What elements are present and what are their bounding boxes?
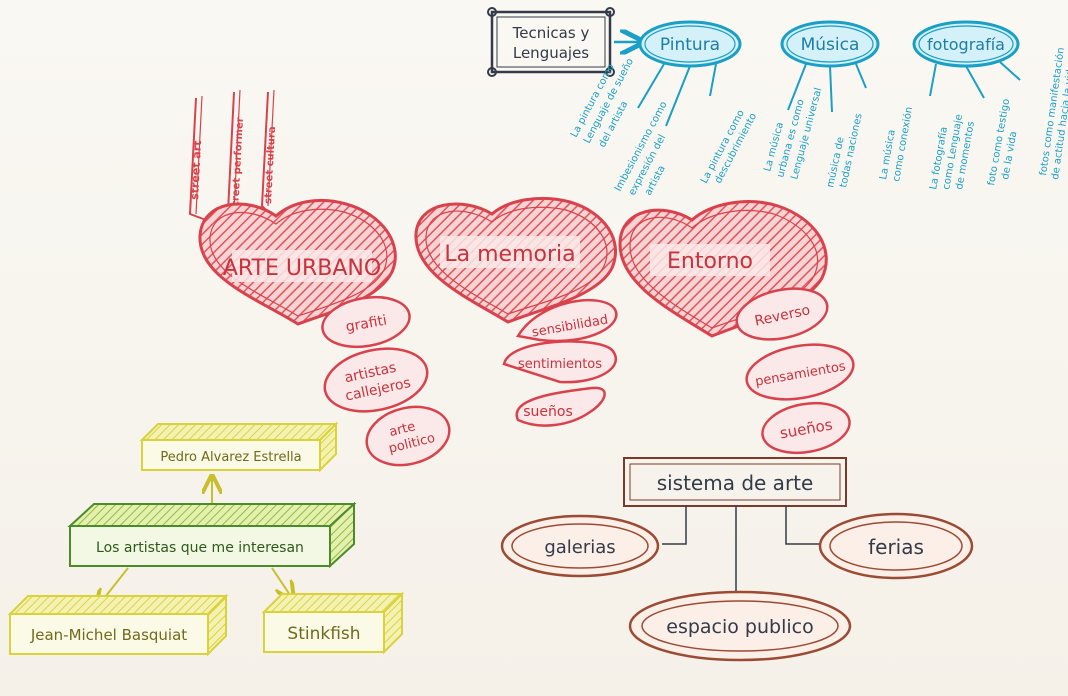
arte-urbano-bubbles: grafiti artistas callejeros arte politic… xyxy=(321,295,451,467)
artist-stinkfish-label: Stinkfish xyxy=(287,624,360,644)
tag-street-cultura: street cultura xyxy=(263,126,278,204)
musica-label: Música xyxy=(801,35,860,55)
entorno-bubbles: Reverso pensamientos sueños xyxy=(735,287,855,455)
ferias-label: ferias xyxy=(868,535,924,559)
pintura-node: Pintura xyxy=(638,20,742,68)
heart-memoria: La memoria xyxy=(414,196,617,324)
bubble-sentimientos: sentimientos xyxy=(518,357,602,372)
sistema-galerias: galerias xyxy=(500,514,660,578)
artist-pedro-box: Pedro Alvarez Estrella xyxy=(139,421,339,473)
tag-street-performer: street performer xyxy=(230,117,246,212)
musica-node: Música xyxy=(780,20,880,68)
sistema-espacio-publico: espacio publico xyxy=(628,590,852,662)
heart-memoria-label: La memoria xyxy=(444,242,575,267)
heart-entorno-label: Entorno xyxy=(667,249,753,274)
artist-pedro-label: Pedro Alvarez Estrella xyxy=(160,450,301,465)
techniques-title-box: Tecnicas y Lenguajes xyxy=(487,7,615,77)
bubble-grafiti: grafiti xyxy=(345,312,389,335)
pintura-label: Pintura xyxy=(660,35,720,55)
artistas-main-box: Los artistas que me interesan xyxy=(67,501,357,569)
sistema-ferias: ferias xyxy=(818,512,974,580)
techniques-title-line1: Tecnicas y xyxy=(512,24,590,42)
bubble-arte: arte xyxy=(388,419,417,440)
sistema-title: sistema de arte xyxy=(657,471,814,495)
espacio-publico-label: espacio publico xyxy=(666,616,813,638)
artist-basquiat-box: Jean-Michel Basquiat xyxy=(7,593,229,657)
fotografia-node: fotografía xyxy=(912,20,1020,68)
techniques-title-line2: Lenguajes xyxy=(513,44,589,62)
tag-street-art: street art xyxy=(188,140,204,200)
sistema-box: sistema de arte xyxy=(623,457,847,507)
artistas-main-label: Los artistas que me interesan xyxy=(96,540,304,556)
memoria-bubbles: sensibilidad sentimientos sueños xyxy=(502,298,618,427)
galerias-label: galerias xyxy=(544,537,615,558)
artist-stinkfish-box: Stinkfish xyxy=(261,591,405,655)
arte-urbano-tags: street art street performer street cultu… xyxy=(188,89,283,229)
heart-arte-urbano: ARTE URBANO xyxy=(198,198,397,326)
bubble-memoria-suenos: sueños xyxy=(523,404,573,420)
heart-arte-urbano-label: ARTE URBANO xyxy=(223,256,381,281)
sistema-connectors xyxy=(662,506,826,600)
artist-basquiat-label: Jean-Michel Basquiat xyxy=(30,626,187,644)
fotografia-label: fotografía xyxy=(927,35,1005,54)
